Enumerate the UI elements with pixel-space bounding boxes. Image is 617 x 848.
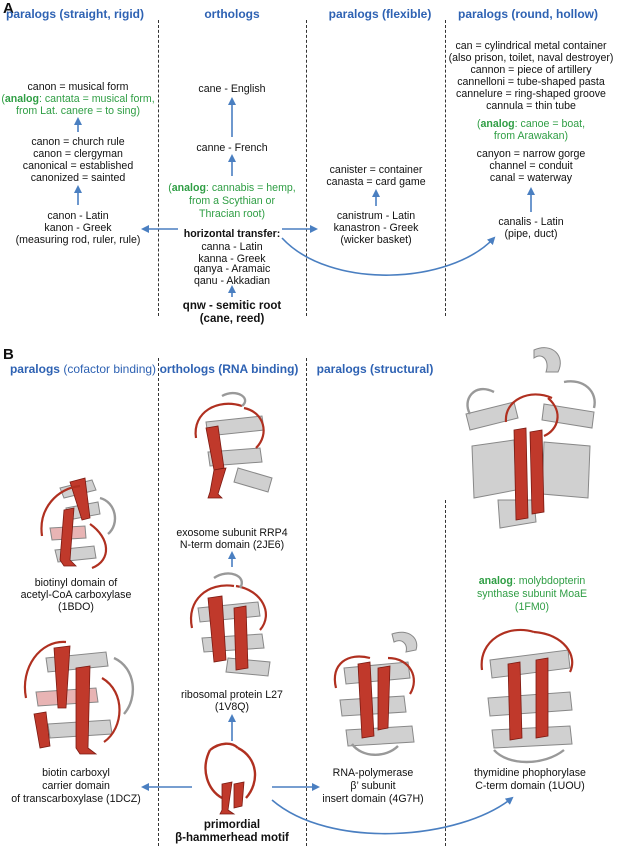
divider-a-3 — [445, 20, 446, 316]
wicker-basket-gloss: (wicker basket) — [340, 234, 412, 246]
cane-english: cane - English — [198, 83, 266, 95]
header-paralogs-flexible: paralogs (flexible) — [328, 7, 432, 21]
header-paralogs-round: paralogs (round, hollow) — [458, 7, 598, 21]
primordial-label: primordial — [203, 819, 261, 831]
protein-1bdo-icon — [40, 477, 117, 570]
moae-subunit-label: synthase subunit MoaE — [476, 588, 588, 600]
kanna-greek: kanna - Greek — [198, 253, 266, 265]
panel-a-label: A — [3, 0, 14, 17]
thymidine-phophorylase-label: thymidine phophorylase — [474, 767, 586, 779]
can-also-gloss: (also prison, toilet, naval destroyer) — [448, 52, 614, 64]
canistrum-latin: canistrum - Latin — [336, 210, 416, 222]
carrier-domain-label: carrier domain — [42, 780, 110, 792]
pdb-1v8q-label: (1V8Q) — [214, 701, 250, 713]
divider-a-2 — [306, 20, 307, 316]
canasta-card-game: canasta = card game — [326, 176, 426, 188]
header-orthologs: orthologs — [204, 7, 260, 21]
analog-moae-label: analog: molybdopterin — [478, 575, 586, 587]
acetyl-coa-label: acetyl-CoA carboxylase — [20, 589, 132, 601]
pipe-duct-gloss: (pipe, duct) — [504, 228, 558, 240]
canon-musical-text: canon = musical form — [27, 81, 129, 93]
cannon-artillery: cannon = piece of artillery — [470, 64, 592, 76]
channel-conduit: channel = conduit — [489, 160, 573, 172]
pdb-1bdo-label: (1BDO) — [58, 601, 94, 613]
qanu-akkadian: qanu - Akkadian — [194, 275, 270, 287]
biotinyl-domain-label: biotinyl domain of — [34, 577, 118, 589]
panel-b-label: B — [3, 346, 14, 363]
canon-church-rule: canon = church rule — [31, 136, 125, 148]
analog-canoe-line2: from Arawakan) — [493, 130, 569, 142]
protein-hammerhead-icon — [204, 742, 257, 815]
canal-waterway: canal = waterway — [489, 172, 573, 184]
insert-domain-label: insert domain (4G7H) — [322, 793, 424, 805]
divider-a-1 — [158, 20, 159, 316]
horizontal-transfer-title: horizontal transfer: — [183, 228, 281, 240]
beta-prime-subunit-label: β’ subunit — [350, 780, 396, 792]
canalis-latin: canalis - Latin — [498, 216, 564, 228]
canon-latin: canon - Latin — [47, 210, 109, 222]
protein-1fm0-icon — [465, 347, 596, 529]
cannelure-groove: cannelure = ring-shaped groove — [456, 88, 606, 100]
can-container: can = cylindrical metal container — [455, 40, 607, 52]
arrow-canna-to-canalis — [281, 236, 496, 276]
exosome-subunit-label: exosome subunit RRP4 — [176, 527, 288, 539]
canister-container: canister = container — [329, 164, 423, 176]
biotin-carboxyl-label: biotin carboxyl — [42, 767, 110, 779]
measuring-rod-gloss: (measuring rod, ruler, rule) — [15, 234, 141, 246]
protein-4g7h-icon — [333, 631, 418, 756]
analog-cannabis-line3: Thracian root) — [199, 208, 265, 220]
canon-clergyman: canon = clergyman — [33, 148, 123, 160]
cannelloni-pasta: cannelloni = tube-shaped pasta — [457, 76, 605, 88]
divider-b-1 — [158, 358, 159, 846]
canyon-gorge: canyon = narrow gorge — [476, 148, 586, 160]
cane-reed-gloss: (cane, reed) — [199, 313, 265, 325]
protein-1dcz-icon — [23, 640, 135, 755]
canonized-sainted: canonized = sainted — [30, 172, 126, 184]
kanastron-greek: kanastron - Greek — [333, 222, 419, 234]
analog-cannabis-text: (analog: cannabis = hemp, — [168, 182, 296, 194]
rna-polymerase-label: RNA-polymerase — [332, 767, 414, 779]
divider-b-2 — [306, 358, 307, 846]
beta-hammerhead-label: β-hammerhead motif — [175, 832, 289, 844]
header-orthologs-rna: orthologs (RNA binding) — [159, 362, 299, 376]
protein-2je6-icon — [194, 391, 273, 499]
analog-cantata-text: (analog: cantata = musical form, — [1, 93, 155, 105]
kanon-greek: kanon - Greek — [44, 222, 112, 234]
header-paralogs-cofactor: paralogs (cofactor binding) — [9, 362, 157, 376]
arrow-hammerhead-to-thymidine — [271, 796, 514, 835]
canonical-established: canonical = established — [22, 160, 134, 172]
pdb-1fm0-label: (1FM0) — [514, 601, 550, 613]
protein-1uou-icon — [480, 628, 574, 764]
header-paralogs-structural: paralogs (structural) — [316, 362, 434, 376]
rrp4-domain-label: N-term domain (2JE6) — [179, 539, 285, 551]
ribosomal-l27-label: ribosomal protein L27 — [181, 689, 283, 701]
divider-b-3 — [445, 500, 446, 846]
analog-cantata-line2: from Lat. canere = to sing) — [16, 105, 140, 117]
cterm-domain-label: C-term domain (1UOU) — [475, 780, 585, 792]
canne-french: canne - French — [196, 142, 268, 154]
canna-latin: canna - Latin — [201, 241, 263, 253]
cannula-tube: cannula = thin tube — [486, 100, 576, 112]
header-paralogs-rigid: paralogs (straight, rigid) — [5, 7, 145, 21]
analog-cannabis-line2: from a Scythian or — [189, 195, 275, 207]
analog-canoe-text: (analog: canoe = boat, — [476, 118, 586, 130]
qnw-semitic-root: qnw - semitic root — [182, 300, 282, 312]
transcarboxylase-label: of transcarboxylase (1DCZ) — [11, 793, 141, 805]
protein-1v8q-icon — [189, 572, 271, 677]
qanya-aramaic: qanya - Aramaic — [193, 263, 271, 275]
